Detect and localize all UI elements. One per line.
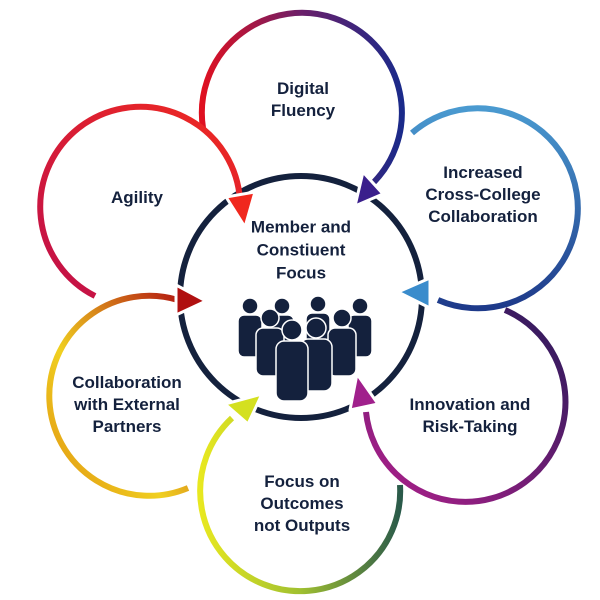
center-label-line: Constiuent: [256, 240, 346, 260]
node-label-line: Digital: [277, 79, 329, 98]
node-label-line: Cross-College: [425, 185, 541, 204]
people-group-icon: [237, 295, 373, 402]
node-label-line: Outcomes: [260, 494, 344, 513]
agility-arrow-icon: [224, 190, 257, 229]
center-label-line: Focus: [275, 263, 327, 283]
node-external: Collaboration with External Partners: [72, 372, 182, 438]
cross-college-arrow-icon: [396, 276, 432, 310]
node-digital-fluency: Digital Fluency: [271, 78, 335, 122]
node-label-line: Increased: [443, 163, 523, 182]
outcomes-arc: [197, 415, 404, 595]
node-label-line: with External: [74, 395, 180, 414]
digital-fluency-arrow-icon: [353, 170, 385, 208]
outcomes-arrow-icon: [223, 392, 264, 426]
node-label-line: Collaboration: [72, 373, 182, 392]
node-cross-college: Increased Cross-College Collaboration: [425, 162, 540, 228]
node-label-line: Focus on: [264, 472, 340, 491]
node-agility: Agility: [111, 187, 163, 209]
digital-fluency-arc: [198, 9, 405, 189]
node-label-line: Partners: [92, 417, 162, 436]
node-outcomes: Focus on Outcomes not Outputs: [254, 471, 350, 537]
node-label-line: Innovation and: [409, 395, 531, 414]
node-label-line: Risk-Taking: [422, 417, 518, 436]
external-arrow-icon: [174, 283, 208, 317]
center-label: Member and Constiuent Focus: [251, 216, 351, 285]
cross-college-arc: [410, 105, 581, 312]
innovation-arrow-icon: [348, 372, 380, 412]
agility-arc: [37, 103, 243, 299]
innovation-arc: [363, 307, 569, 505]
node-label-line: Fluency: [270, 101, 336, 120]
node-label-line: not Outputs: [253, 516, 351, 535]
node-innovation: Innovation and Risk-Taking: [410, 394, 531, 438]
external-arc: [46, 292, 190, 499]
center-label-line: Member and: [250, 217, 352, 237]
node-label-line: Agility: [111, 188, 163, 207]
node-label-line: Collaboration: [428, 207, 538, 226]
